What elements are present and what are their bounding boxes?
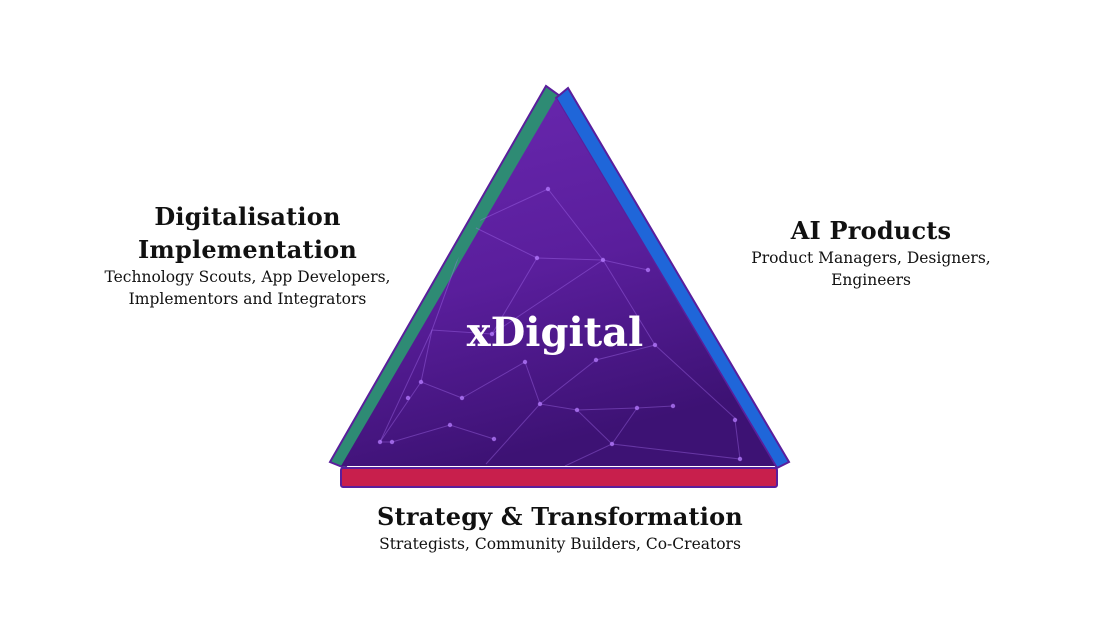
left-desc-line1: Technology Scouts, App Developers,	[104, 268, 391, 286]
bottom-title: Strategy & Transformation	[377, 502, 743, 531]
bottom-edge-bar	[340, 467, 778, 488]
right-edge-bar	[554, 86, 791, 470]
right-desc-line1: Product Managers, Designers,	[751, 249, 991, 267]
left-label: Digitalisation Implementation Technology…	[95, 200, 400, 310]
left-title: Digitalisation Implementation	[95, 200, 400, 266]
center-title: xDigital	[466, 309, 644, 356]
left-title-line2: Implementation	[138, 235, 357, 264]
right-title: AI Products	[790, 216, 952, 245]
left-desc-line2: Implementors and Integrators	[128, 290, 367, 308]
left-title-line1: Digitalisation	[154, 202, 341, 231]
network-nodes	[377, 186, 743, 462]
triangle-body	[341, 98, 775, 466]
right-desc-line2: Engineers	[831, 271, 911, 289]
left-edge-bar	[328, 84, 562, 470]
bottom-description: Strategists, Community Builders, Co-Crea…	[379, 535, 741, 553]
bottom-label: Strategy & Transformation Strategists, C…	[330, 500, 790, 555]
left-description: Technology Scouts, App Developers, Imple…	[95, 266, 400, 310]
right-label: AI Products Product Managers, Designers,…	[740, 214, 1002, 291]
right-description: Product Managers, Designers, Engineers	[740, 247, 1002, 291]
